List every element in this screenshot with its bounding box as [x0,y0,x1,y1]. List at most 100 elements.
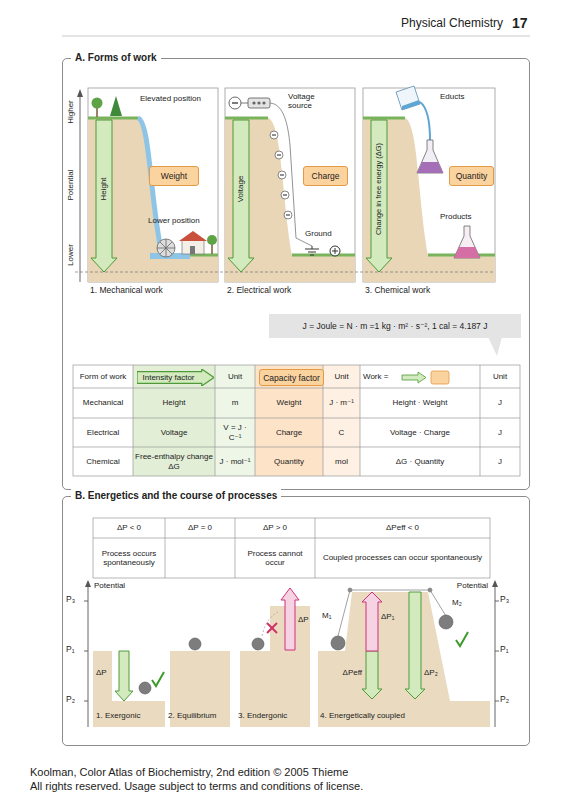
unit-note: J = Joule = N · m =1 kg · m² · s⁻², 1 ca… [269,314,521,338]
figure-label: Change in free energy (ΔG) [374,143,383,235]
axis-label: P₂ [500,695,517,705]
page-header: 17 [512,15,528,31]
cliffs [88,118,218,282]
box-label: Weight [161,171,187,181]
potential-axis [77,89,83,282]
potential-axes [492,580,498,587]
table-cell: V = J · C⁻¹ [217,423,253,441]
panel-frames [225,88,355,282]
flask-products [454,247,480,258]
table-header: Unit [480,365,520,388]
axis-label: Potential [66,169,75,200]
box-label: Charge [312,171,340,181]
figure-label: Height [99,177,108,200]
table-cell: ΔG · Quantity [362,447,478,476]
column-header: Coupled processes can occur spontaneousl… [323,553,482,562]
figure-label: ΔP₂ [424,668,438,677]
voltage-source [241,103,248,104]
balls [252,638,264,650]
column-header: ΔP < 0 [117,523,141,532]
table-cell: Chemical [86,457,119,466]
table-cell: Voltage [161,428,188,437]
table-header: Unit [334,372,348,381]
figure-label: Voltage source [288,92,338,110]
ground-symbol [308,252,316,253]
water-wheel [160,242,172,254]
table-cell: J [482,388,518,418]
figure-label: Elevated position [140,94,216,103]
figure-label: Lower position [148,216,216,225]
process-grid [93,518,490,578]
potential-axis [77,89,83,97]
intensity-arrow: Intensity factor [137,369,214,386]
balls [139,682,151,694]
lower-level-line [75,272,495,273]
trees [211,244,213,254]
figure-label: Height [99,177,108,200]
panel-caption: 3. Chemical work [365,286,493,296]
section-title: B. Energetics and the course of processe… [75,490,277,501]
figure-label: ΔP₂ [424,668,448,677]
table-cell: Height [135,388,213,418]
capacity-box: Quantity [449,166,494,186]
figure-label: M₂ [452,598,470,607]
table-shading [323,365,360,476]
page-header: 17 [512,15,534,31]
table-header: Unit [215,365,255,388]
table-cell: Free-enthalpy change ΔG [135,452,213,470]
trees [92,98,103,109]
flask-educts [417,140,443,173]
table-shading [133,365,360,476]
ground-symbol [310,255,314,256]
process-grid [93,518,490,578]
panel-caption: 2. Electrical work [227,286,355,296]
panel-caption: 2. Electrical work [227,285,291,295]
axis-label: P₃ [500,594,509,604]
table-cell: Electrical [87,428,119,437]
table-cell: J · m⁻¹ [325,388,358,418]
rope [338,590,446,636]
table-cell: Voltage · Charge [390,428,450,437]
column-header: ΔP > 0 [235,518,315,538]
table-grid [73,365,520,476]
table-cell: Mechanical [83,398,123,407]
potential-axes [84,580,499,727]
rope [348,588,352,592]
column-header: ΔPeff < 0 [315,518,490,538]
table-cell: Electrical [75,418,131,447]
figure-label: M₁ [322,611,338,620]
grass [363,117,405,120]
axis-label: P₃ [66,594,75,604]
axis-label: Potential [94,581,125,590]
potential-arrows [91,120,392,272]
column-header: Process cannot occur [239,538,311,578]
water-wheel [157,239,175,257]
figure-label: ΔP [96,668,112,677]
voltage-source [232,102,238,103]
table-cell: Free-enthalpy change ΔG [135,447,213,476]
figure-label: Educts [440,92,464,101]
voltage-source [229,97,241,109]
energy-arrows-down [405,592,425,699]
cross-mark [267,623,277,633]
rope [428,588,432,592]
water-wheel [160,242,172,254]
trees [96,108,98,117]
ground-symbol [305,246,340,256]
energy-arrows-up [362,592,382,651]
terrain [93,651,165,727]
figure-label: ΔP [298,615,309,624]
balls [331,636,345,650]
section-frame: B. Energetics and the course of processe… [62,496,530,746]
panel-frames [363,88,495,282]
footer-note: All rights reserved. Usage subject to te… [30,780,550,793]
figure-label: ΔP₁ [381,612,394,621]
grass [225,117,268,120]
potential-axes [85,580,91,587]
section-frame: A. Forms of workWeightChargeQuantityJ = … [62,58,530,490]
energy-arrows-up [281,588,382,651]
panel-caption: 1. Exergonic [96,711,164,720]
table-header: Unit [323,365,360,388]
cross-mark [267,623,277,633]
arrow-shape [137,369,214,386]
